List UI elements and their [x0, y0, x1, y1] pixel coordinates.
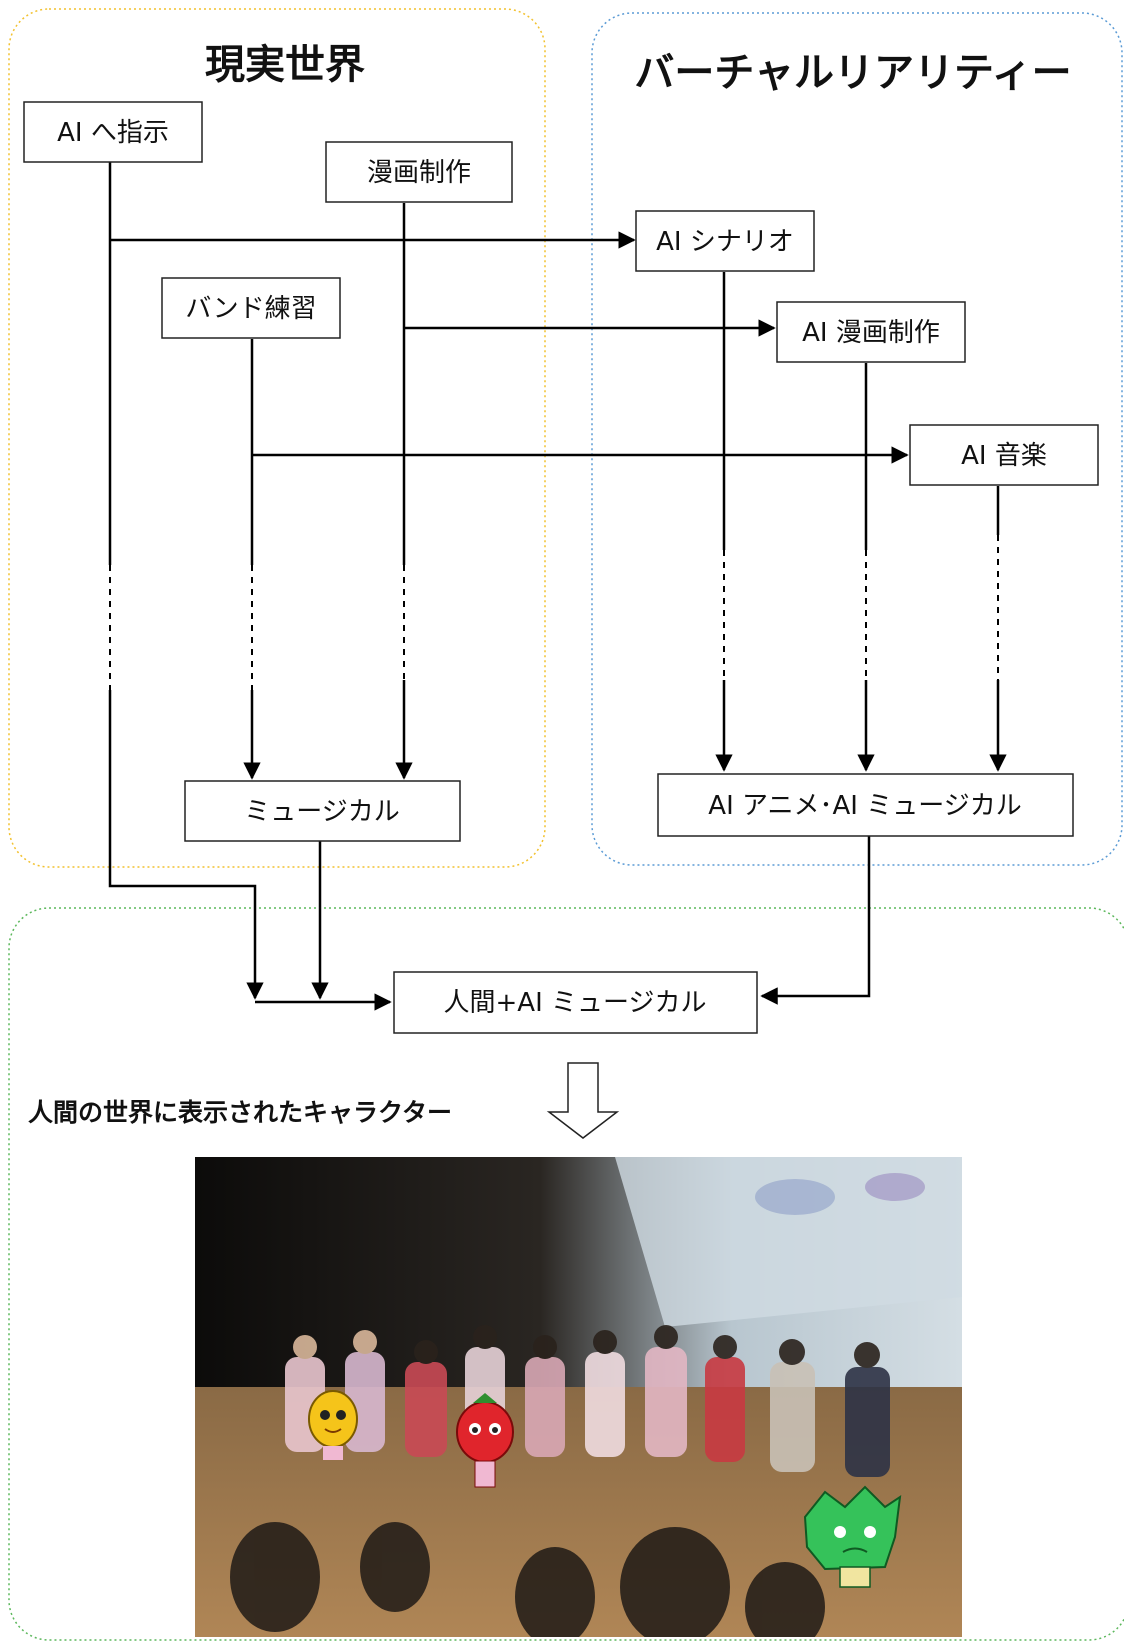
svg-text:AI へ指示: AI へ指示 — [57, 118, 169, 148]
node-ai-manga: AI 漫画制作 — [776, 301, 966, 363]
svg-text:漫画制作: 漫画制作 — [367, 158, 471, 188]
combined-region — [8, 907, 1124, 1641]
line-instruction-to-human-ai — [108, 690, 264, 1000]
node-musical: ミュージカル — [184, 780, 461, 842]
green-dragon-character-icon — [803, 1485, 902, 1588]
node-ai-music: AI 音楽 — [909, 424, 1099, 486]
photo-caption: 人間の世界に表示されたキャラクター — [28, 1098, 452, 1127]
svg-text:AI 漫画制作: AI 漫画制作 — [802, 318, 940, 348]
node-human-ai-musical: 人間+AI ミュージカル — [393, 971, 758, 1034]
hollow-down-arrow-icon — [546, 1062, 620, 1139]
svg-text:バンド練習: バンド練習 — [185, 294, 316, 324]
svg-text:AI アニメ･AI ミュージカル: AI アニメ･AI ミュージカル — [708, 791, 1021, 821]
virtual-reality-region — [591, 12, 1123, 866]
connectors — [108, 162, 1007, 1011]
node-ai-scenario: AI シナリオ — [635, 210, 815, 272]
stage-performance-photo — [195, 1157, 962, 1637]
yellow-character-icon — [308, 1390, 358, 1460]
svg-text:AI シナリオ: AI シナリオ — [656, 227, 794, 257]
svg-text:AI 音楽: AI 音楽 — [961, 441, 1047, 471]
svg-text:ミュージカル: ミュージカル — [244, 797, 399, 827]
node-band-practice: バンド練習 — [161, 277, 341, 339]
virtual-reality-title: バーチャルリアリティー — [634, 50, 1071, 96]
node-ai-anime-musical: AI アニメ･AI ミュージカル — [657, 773, 1074, 837]
svg-text:人間+AI ミュージカル: 人間+AI ミュージカル — [444, 988, 707, 1018]
tomato-character-icon — [456, 1393, 514, 1488]
arrow-ai-anime-to-human-ai — [760, 836, 871, 1005]
real-world-title: 現実世界 — [205, 42, 365, 88]
node-manga-production: 漫画制作 — [325, 141, 513, 203]
node-ai-instruction: AI へ指示 — [23, 101, 203, 163]
